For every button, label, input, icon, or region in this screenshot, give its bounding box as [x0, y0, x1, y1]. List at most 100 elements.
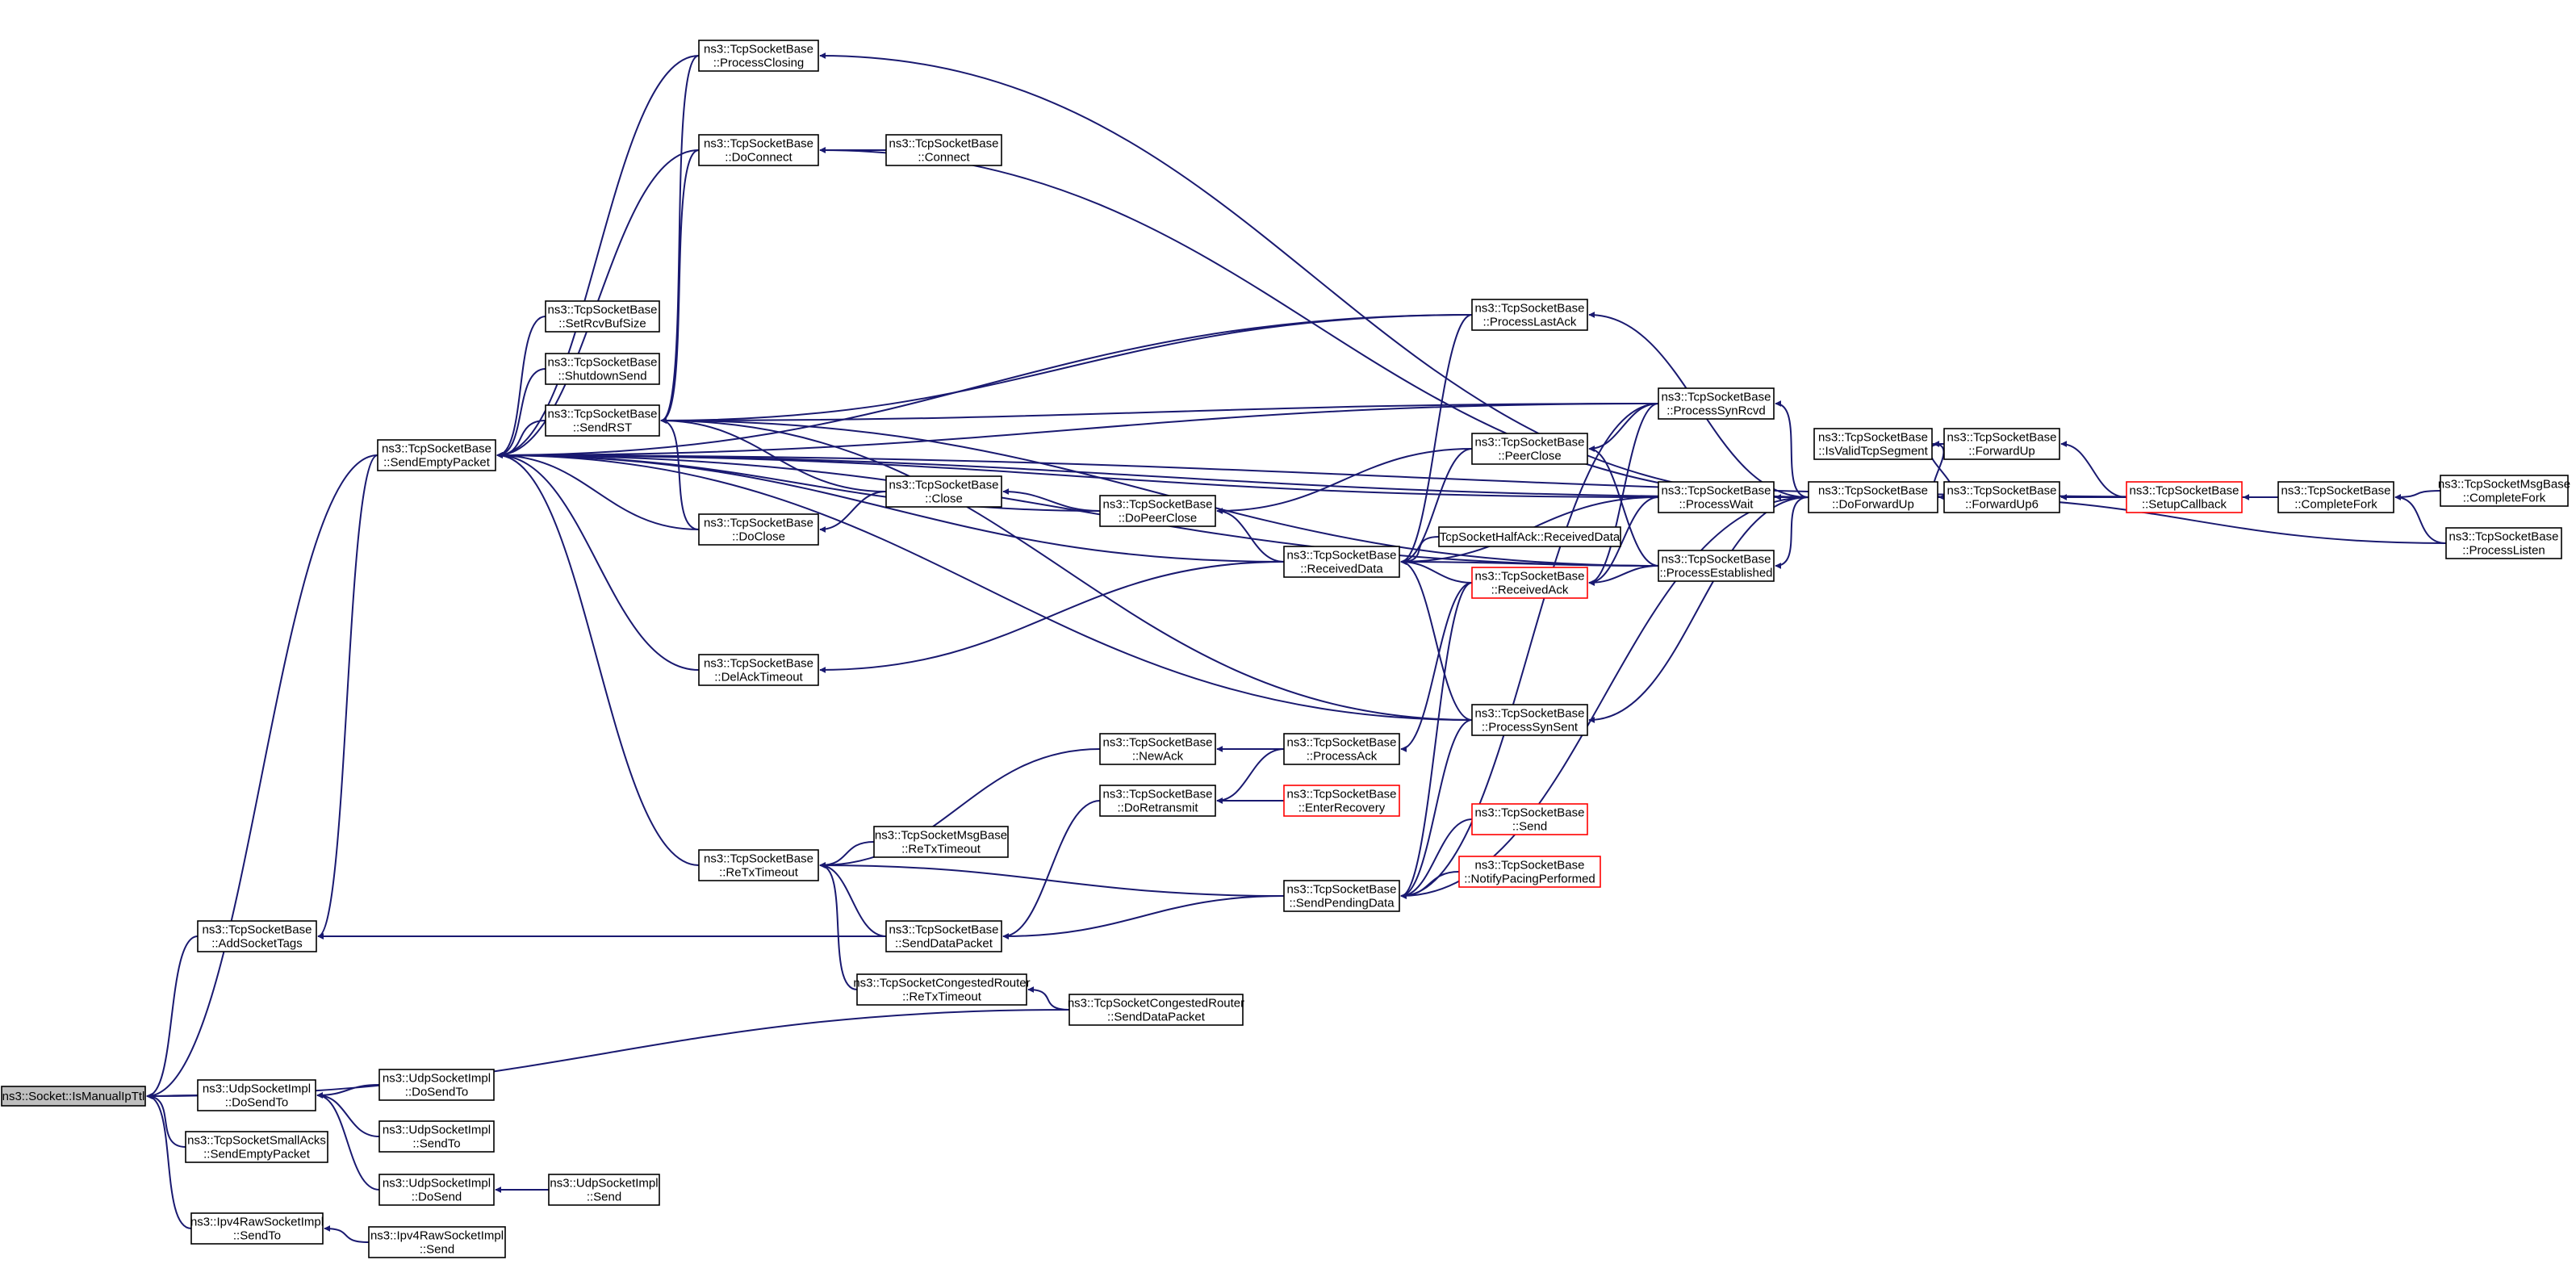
node-box [856, 973, 1027, 1006]
node-udpDoSendTo2[interactable]: ns3::UdpSocketImpl::DoSendTo [378, 1069, 495, 1101]
node-completeFork[interactable]: ns3::TcpSocketBase::CompleteFork [2277, 481, 2394, 513]
node-label-line: ns3::TcpSocketBase [1662, 391, 1771, 404]
node-enterRecovery[interactable]: ns3::TcpSocketBase::EnterRecovery [1283, 785, 1400, 817]
node-label-line: ::SetRcvBufSize [558, 317, 646, 331]
node-processSynSent[interactable]: ns3::TcpSocketBase::ProcessSynSent [1471, 704, 1588, 736]
node-close[interactable]: ns3::TcpSocketBase::Close [885, 475, 1002, 508]
call-edge-peerClose-to-doPeerClose [1216, 448, 1473, 514]
node-processAck[interactable]: ns3::TcpSocketBase::ProcessAck [1283, 733, 1400, 765]
call-edge-doClose-to-sendEmptyPacket [496, 452, 700, 530]
node-box [1471, 704, 1588, 736]
node-processClosing[interactable]: ns3::TcpSocketBase::ProcessClosing [698, 40, 819, 72]
node-label-line: ns3::TcpSocketBase [2449, 530, 2559, 544]
node-label-line: ::ProcessSynSent [1482, 721, 1579, 735]
node-label-line: ::DoSendTo [225, 1096, 288, 1110]
node-label-line: ns3::TcpSocketBase [1947, 484, 2057, 498]
node-doPeerClose[interactable]: ns3::TcpSocketBase::DoPeerClose [1099, 495, 1216, 527]
node-label-line: ns3::TcpSocketBase [1475, 806, 1585, 820]
node-box [2126, 481, 2243, 513]
node-shutdownSend[interactable]: ns3::TcpSocketBase::ShutdownSend [545, 353, 660, 385]
node-processSynRcvd[interactable]: ns3::TcpSocketBase::ProcessSynRcvd [1658, 387, 1775, 420]
node-box [698, 134, 819, 166]
node-box [1813, 428, 1933, 460]
node-congSendData[interactable]: ns3::TcpSocketCongestedRouter::SendDataP… [1068, 994, 1244, 1026]
node-newAck[interactable]: ns3::TcpSocketBase::NewAck [1099, 733, 1216, 765]
call-edge-doForwardUp-to-processSynRcvd [1775, 400, 1809, 498]
node-ipv4RawSend[interactable]: ns3::Ipv4RawSocketImpl::Send [368, 1226, 506, 1258]
call-edge-doPeerClose-to-close [1002, 488, 1101, 512]
node-msgReTx[interactable]: ns3::TcpSocketMsgBase::ReTxTimeout [873, 826, 1009, 858]
node-processEstablished[interactable]: ns3::TcpSocketBase::ProcessEstablished [1658, 550, 1775, 582]
node-processLastAck[interactable]: ns3::TcpSocketBase::ProcessLastAck [1471, 299, 1588, 331]
call-edge-processSynSent-to-sendRST [660, 417, 1473, 721]
node-forwardUp6[interactable]: ns3::TcpSocketBase::ForwardUp6 [1943, 481, 2060, 513]
node-box [885, 475, 1002, 508]
call-edge-processLastAck-to-sendEmptyPacket [496, 314, 1473, 458]
call-edge-close-to-sendRST [660, 417, 887, 492]
node-udpDoSendTo[interactable]: ns3::UdpSocketImpl::DoSendTo [197, 1079, 316, 1111]
node-sendRST[interactable]: ns3::TcpSocketBase::SendRST [545, 404, 660, 437]
call-edge-processSynSent-to-receivedData [1400, 559, 1473, 721]
node-label-line: ns3::TcpSocketBase [1818, 431, 1928, 445]
node-udpSend[interactable]: ns3::UdpSocketImpl::Send [548, 1174, 660, 1206]
node-box [548, 1174, 660, 1206]
node-doConnect[interactable]: ns3::TcpSocketBase::DoConnect [698, 134, 819, 166]
node-label-line: ::ReceivedData [1300, 563, 1383, 576]
node-label-line: ns3::UdpSocketImpl [550, 1177, 658, 1191]
call-edge-close-to-doClose [819, 491, 887, 533]
node-smallAcks[interactable]: ns3::TcpSocketSmallAcks::SendEmptyPacket [185, 1131, 328, 1163]
call-edge-processListen-to-completeFork [2394, 494, 2447, 544]
node-box [1283, 785, 1400, 817]
call-edge-doPeerClose-to-sendEmptyPacket [496, 452, 1101, 512]
node-udpDoSend[interactable]: ns3::UdpSocketImpl::DoSend [378, 1174, 495, 1206]
node-box [1099, 785, 1216, 817]
node-delAckTimeout[interactable]: ns3::TcpSocketBase::DelAckTimeout [698, 654, 819, 686]
call-edge-reTxTimeout-to-sendEmptyPacket [496, 452, 700, 866]
node-box [1471, 433, 1588, 465]
node-setupCallback[interactable]: ns3::TcpSocketBase::SetupCallback [2126, 481, 2243, 513]
node-setRcvBufSize[interactable]: ns3::TcpSocketBase::SetRcvBufSize [545, 300, 660, 333]
node-ipv4RawSendTo[interactable]: ns3::Ipv4RawSocketImpl::SendTo [190, 1212, 324, 1245]
node-label-line: ns3::TcpSocketBase [889, 479, 999, 492]
node-box [1943, 481, 2060, 513]
node-send[interactable]: ns3::TcpSocketBase::Send [1471, 803, 1588, 835]
node-label-line: ::ProcessSynRcvd [1666, 404, 1766, 418]
node-notifyPacing[interactable]: ns3::TcpSocketBase::NotifyPacingPerforme… [1458, 856, 1601, 888]
call-edge-newAck-to-reTxTimeout [819, 748, 1101, 868]
node-label-line: ::ReTxTimeout [901, 843, 981, 856]
call-edge-setRcvBufSize-to-sendEmptyPacket [496, 316, 546, 458]
node-label-line: ::EnterRecovery [1298, 802, 1386, 815]
node-label-line: ::SendEmptyPacket [203, 1148, 311, 1161]
node-isValidTcpSegment[interactable]: ns3::TcpSocketBase::IsValidTcpSegment [1813, 428, 1933, 460]
node-doClose[interactable]: ns3::TcpSocketBase::DoClose [698, 513, 819, 546]
node-receivedAck[interactable]: ns3::TcpSocketBase::ReceivedAck [1471, 567, 1588, 599]
node-doForwardUp[interactable]: ns3::TcpSocketBase::DoForwardUp [1808, 481, 1938, 513]
node-udpSendTo[interactable]: ns3::UdpSocketImpl::SendTo [378, 1120, 495, 1153]
node-label-line: ns3::Ipv4RawSocketImpl [370, 1229, 504, 1243]
node-label-line: ::AddSocketTags [211, 937, 303, 951]
node-box [873, 826, 1009, 858]
node-label-line: ::DelAckTimeout [714, 671, 803, 684]
node-label-line: ::SetupCallback [2142, 498, 2227, 512]
node-processWait[interactable]: ns3::TcpSocketBase::ProcessWait [1658, 481, 1775, 513]
node-reTxTimeout[interactable]: ns3::TcpSocketBase::ReTxTimeout [698, 849, 819, 881]
node-label-line: ns3::TcpSocketBase [1818, 484, 1928, 498]
node-doRetransmit[interactable]: ns3::TcpSocketBase::DoRetransmit [1099, 785, 1216, 817]
node-label-line: ::Send [420, 1243, 454, 1257]
node-box [1658, 387, 1775, 420]
node-peerClose[interactable]: ns3::TcpSocketBase::PeerClose [1471, 433, 1588, 465]
node-root[interactable]: ns3::Socket::IsManualIpTtl [1, 1086, 146, 1107]
node-addSocketTags[interactable]: ns3::TcpSocketBase::AddSocketTags [197, 920, 317, 952]
node-box [368, 1226, 506, 1258]
node-sendPendingData[interactable]: ns3::TcpSocketBase::SendPendingData [1283, 880, 1400, 912]
node-halfAck[interactable]: TcpSocketHalfAck::ReceivedData [1438, 526, 1621, 547]
node-processListen[interactable]: ns3::TcpSocketBase::ProcessListen [2445, 527, 2562, 559]
node-connect[interactable]: ns3::TcpSocketBase::Connect [885, 134, 1002, 166]
node-receivedData[interactable]: ns3::TcpSocketBase::ReceivedData [1283, 546, 1400, 578]
node-congReTx[interactable]: ns3::TcpSocketCongestedRouter::ReTxTimeo… [853, 973, 1031, 1006]
node-msgCompleteFork[interactable]: ns3::TcpSocketMsgBase::CompleteFork [2438, 475, 2570, 507]
node-sendEmptyPacket[interactable]: ns3::TcpSocketBase::SendEmptyPacket [377, 439, 496, 471]
node-forwardUp[interactable]: ns3::TcpSocketBase::ForwardUp [1943, 428, 2060, 460]
node-sendDataPacket[interactable]: ns3::TcpSocketBase::SendDataPacket [885, 920, 1002, 952]
node-label-line: ::ForwardUp6 [1965, 498, 2039, 512]
